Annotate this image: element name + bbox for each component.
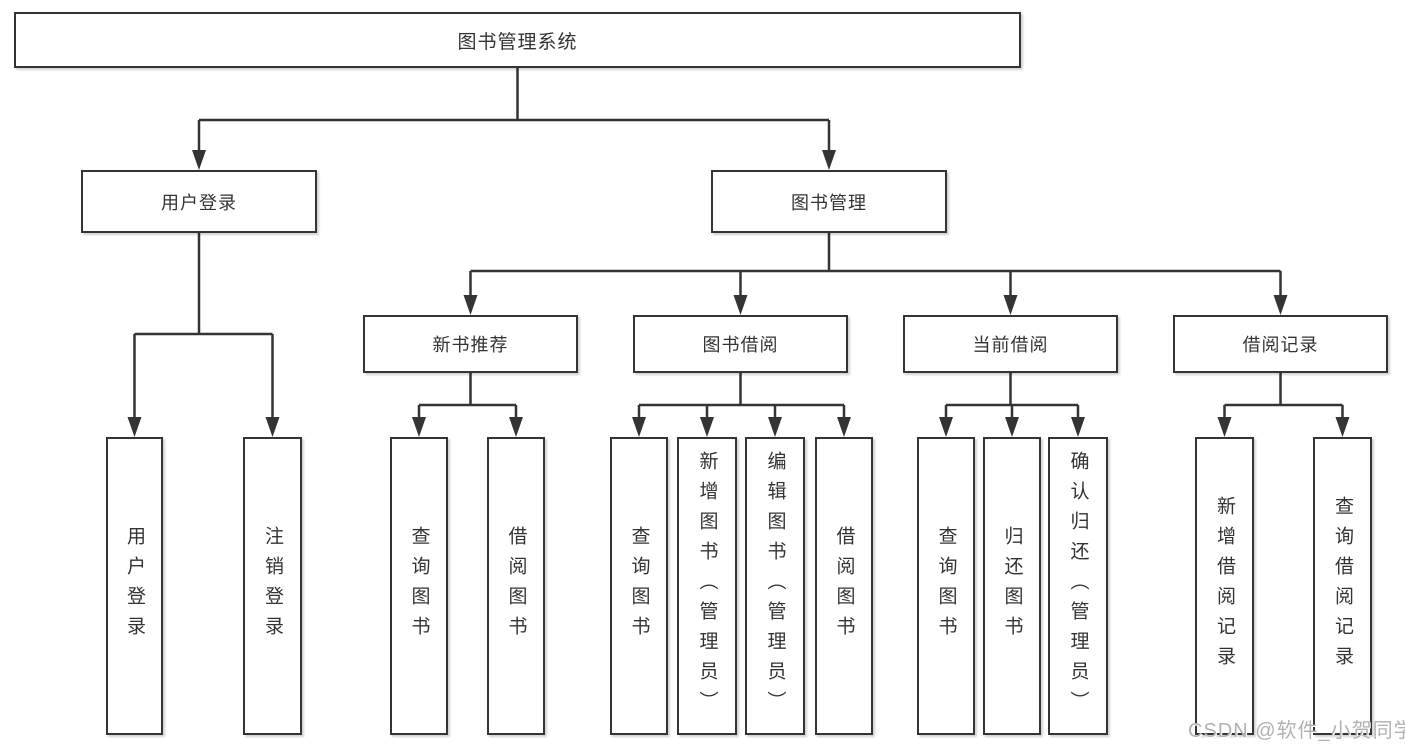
node-book-borrowing: 图书借阅 xyxy=(633,315,848,373)
node-current-borrowing: 当前借阅 xyxy=(903,315,1118,373)
leaf-user-login-label: 用户登录 xyxy=(124,526,145,646)
leaf-query-books-recommend-label: 查询图书 xyxy=(408,526,430,646)
leaf-add-books-admin: 新增图书（管理员） xyxy=(677,437,737,735)
leaf-query-books-current-label: 查询图书 xyxy=(935,526,957,646)
leaf-confirm-return-admin: 确认归还（管理员） xyxy=(1048,437,1108,735)
leaf-edit-books-admin: 编辑图书（管理员） xyxy=(745,437,805,735)
node-new-book-recommendation: 新书推荐 xyxy=(363,315,578,373)
leaf-borrow-books-recommend-label: 借阅图书 xyxy=(505,526,527,646)
leaf-edit-books-admin-label: 编辑图书（管理员） xyxy=(764,451,786,721)
node-user-login: 用户登录 xyxy=(81,170,317,233)
node-borrow-records: 借阅记录 xyxy=(1173,315,1388,373)
leaf-query-books-borrowing-label: 查询图书 xyxy=(628,526,650,646)
leaf-query-books-recommend: 查询图书 xyxy=(390,437,448,735)
leaf-add-borrow-record: 新增借阅记录 xyxy=(1195,437,1254,735)
leaf-borrow-books-recommend: 借阅图书 xyxy=(487,437,545,735)
node-book-management: 图书管理 xyxy=(711,170,947,233)
leaf-return-books: 归还图书 xyxy=(983,437,1041,735)
leaf-query-books-borrowing: 查询图书 xyxy=(610,437,668,735)
leaf-add-books-admin-label: 新增图书（管理员） xyxy=(696,451,718,721)
leaf-logout: 注销登录 xyxy=(243,437,302,735)
leaf-query-borrow-record: 查询借阅记录 xyxy=(1313,437,1372,735)
node-library-management-system: 图书管理系统 xyxy=(14,12,1021,68)
leaf-borrow-books-label: 借阅图书 xyxy=(833,526,855,646)
leaf-borrow-books: 借阅图书 xyxy=(815,437,873,735)
leaf-add-borrow-record-label: 新增借阅记录 xyxy=(1214,496,1235,676)
leaf-query-borrow-record-label: 查询借阅记录 xyxy=(1332,496,1353,676)
csdn-watermark: CSDN @软件_小贺同学 xyxy=(1188,720,1405,742)
arrowheads xyxy=(127,150,1350,437)
leaf-return-books-label: 归还图书 xyxy=(1001,526,1023,646)
leaf-confirm-return-admin-label: 确认归还（管理员） xyxy=(1067,451,1089,721)
leaf-query-books-current: 查询图书 xyxy=(917,437,975,735)
leaf-user-login: 用户登录 xyxy=(106,437,163,735)
leaf-logout-label: 注销登录 xyxy=(262,526,283,646)
